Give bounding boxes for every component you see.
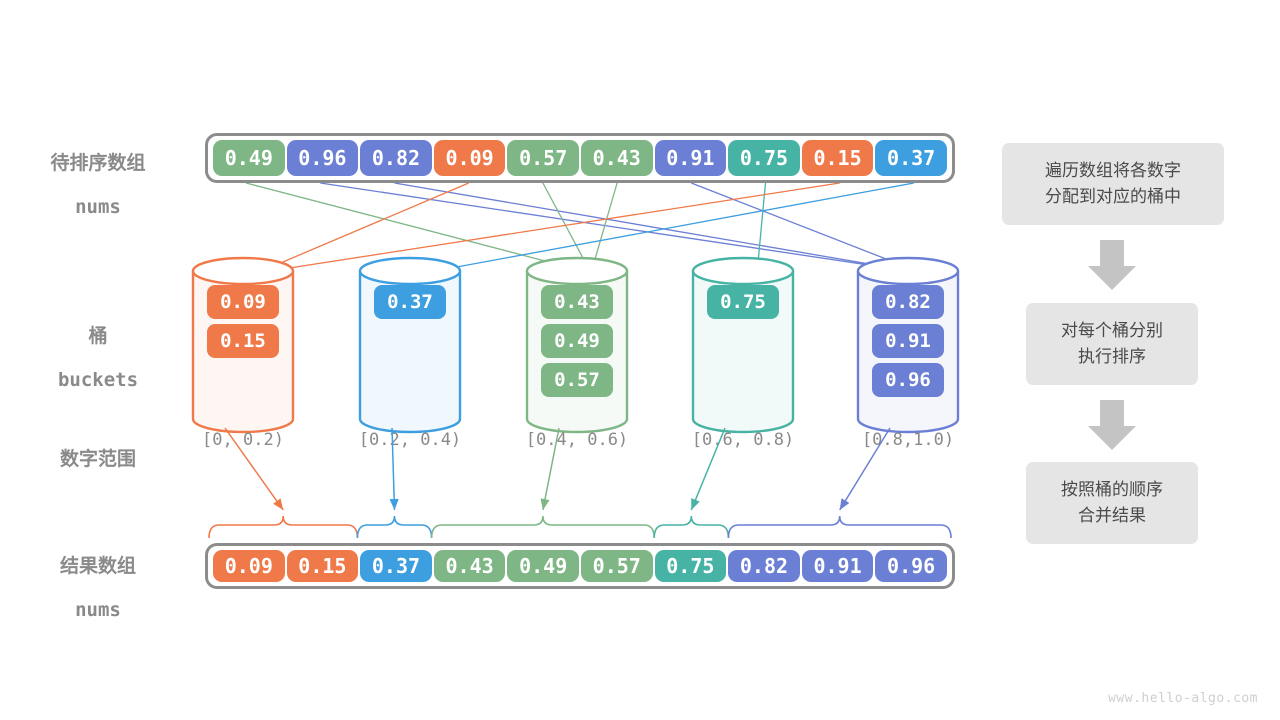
bucket-2: 0.37	[358, 256, 462, 434]
bucket-items: 0.37	[360, 285, 460, 319]
flow-step-2-line-2: 执行排序	[1078, 347, 1146, 367]
flow-step-2-line-1: 对每个桶分别	[1061, 320, 1163, 341]
bucket-item: 0.49	[541, 324, 613, 358]
merge-brace	[727, 515, 952, 539]
input-array-cell: 0.49	[213, 140, 285, 176]
flow-arrow-1	[1088, 240, 1136, 290]
bucket-3: 0.43 0.49 0.57	[525, 256, 629, 434]
bucket-4: 0.75	[691, 256, 795, 434]
flow-arrow-2	[1088, 400, 1136, 450]
flow-step-1-line-2: 分配到对应的桶中	[1045, 187, 1181, 207]
bucket-items: 0.43 0.49 0.57	[527, 285, 627, 397]
flow-step-3: 按照桶的顺序 合并结果	[1026, 462, 1198, 544]
input-array-cell: 0.43	[580, 140, 653, 176]
input-array-cell: 0.91	[654, 140, 727, 176]
bucket-1: 0.09 0.15	[191, 256, 295, 434]
flow-step-3-line-1: 按照桶的顺序	[1061, 479, 1163, 500]
result-array-cell: 0.37	[360, 550, 432, 582]
result-array-cell: 0.96	[875, 550, 947, 582]
bucket-5: 0.82 0.91 0.96	[856, 256, 960, 434]
result-array-cell: 0.75	[654, 550, 727, 582]
bucket-item: 0.37	[374, 285, 446, 319]
merge-brace	[430, 515, 655, 539]
range-label-5: [0.8,1.0)	[861, 430, 955, 450]
label-buckets: 桶 buckets	[18, 305, 178, 413]
input-array-cell: 0.09	[433, 140, 506, 176]
label-result-array-cn: 结果数组	[59, 555, 136, 577]
merge-arrow-head	[540, 498, 550, 510]
merge-brace	[208, 515, 359, 539]
input-array-cell: 0.82	[360, 140, 432, 176]
result-array-cell: 0.43	[433, 550, 506, 582]
label-buckets-cn: 桶	[88, 325, 108, 347]
label-number-range: 数字范围	[18, 428, 178, 492]
range-label-3: [0.4, 0.6)	[525, 430, 629, 450]
bucket-item: 0.82	[872, 285, 944, 319]
merge-brace	[356, 515, 433, 539]
result-array-cell: 0.49	[507, 550, 579, 582]
label-input-array: 待排序数组 nums	[18, 132, 178, 240]
input-array-cell: 0.15	[801, 140, 874, 176]
bucket-item: 0.43	[541, 285, 613, 319]
merge-arrow-head	[691, 498, 700, 510]
label-buckets-mono: buckets	[57, 368, 139, 391]
bucket-item: 0.57	[541, 363, 613, 397]
bucket-item: 0.96	[872, 363, 944, 397]
flow-step-1-line-1: 遍历数组将各数字	[1045, 160, 1181, 181]
flow-step-2: 对每个桶分别 执行排序	[1026, 303, 1198, 385]
merge-arrow-head	[273, 498, 284, 510]
bucket-item: 0.15	[207, 324, 279, 358]
bucket-cylinder	[358, 256, 462, 434]
range-label-2: [0.2, 0.4)	[358, 430, 462, 450]
label-result-array: 结果数组 nums	[18, 535, 178, 643]
distribute-line	[394, 182, 923, 274]
bucket-item: 0.75	[707, 285, 779, 319]
watermark: www.hello-algo.com	[1108, 691, 1258, 706]
bucket-items: 0.75	[693, 285, 793, 319]
result-array-cell: 0.15	[286, 550, 359, 582]
flow-step-3-line-2: 合并结果	[1078, 506, 1146, 526]
flow-step-1: 遍历数组将各数字 分配到对应的桶中	[1002, 143, 1224, 225]
result-array-cell: 0.57	[580, 550, 653, 582]
label-result-array-mono: nums	[75, 598, 121, 621]
merge-arrow-head	[389, 498, 399, 510]
input-array-cell: 0.75	[728, 140, 800, 176]
input-array-cell: 0.37	[875, 140, 947, 176]
result-array-cell: 0.91	[801, 550, 874, 582]
bucket-item: 0.91	[872, 324, 944, 358]
range-label-4: [0.6, 0.8)	[691, 430, 795, 450]
bucket-items: 0.09 0.15	[193, 285, 293, 358]
merge-arrow-head	[839, 498, 850, 510]
merge-brace	[653, 515, 730, 539]
bucket-item: 0.09	[207, 285, 279, 319]
result-array-cell: 0.09	[213, 550, 285, 582]
range-label-1: [0, 0.2)	[202, 430, 284, 450]
input-array-cell: 0.57	[507, 140, 579, 176]
label-number-range-cn: 数字范围	[59, 448, 136, 470]
label-input-array-cn: 待排序数组	[50, 152, 146, 174]
result-array-cell: 0.82	[728, 550, 800, 582]
bucket-cylinder	[691, 256, 795, 434]
bucket-items: 0.82 0.91 0.96	[858, 285, 958, 397]
input-array-cell: 0.96	[286, 140, 359, 176]
label-input-array-mono: nums	[75, 195, 121, 218]
distribute-line	[423, 182, 915, 274]
